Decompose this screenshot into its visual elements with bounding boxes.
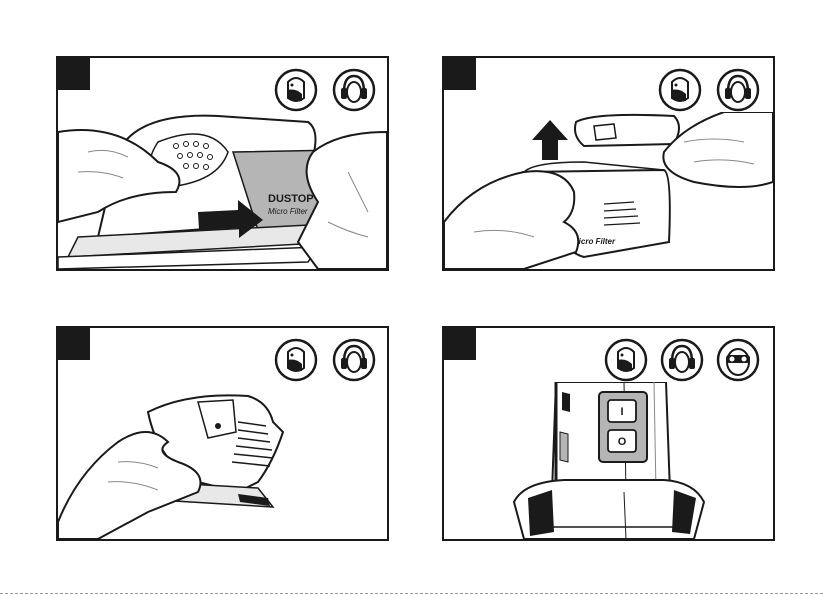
step-panel-4: I O — [442, 326, 775, 541]
step-header-4 — [444, 328, 773, 384]
ear-protection-icon — [332, 68, 376, 112]
dust-mask-icon — [274, 68, 318, 112]
step-header-1 — [58, 58, 387, 114]
dust-mask-icon — [604, 338, 648, 382]
step-panel-1: DUSTOP Micro Filter — [56, 56, 389, 271]
step-number-block — [58, 328, 90, 360]
step-illustration-3 — [58, 382, 387, 539]
step-illustration-4: I O — [444, 382, 773, 539]
step-illustration-1: DUSTOP Micro Filter — [58, 112, 387, 269]
dust-mask-icon — [658, 68, 702, 112]
ear-protection-icon — [660, 338, 704, 382]
filter-label-line2: Micro Filter — [268, 207, 308, 216]
step-header-3 — [58, 328, 387, 384]
switch-on-label: I — [620, 406, 623, 418]
step-panel-2: Micro Filter — [442, 56, 775, 271]
step-header-2 — [444, 58, 773, 114]
eye-protection-icon — [716, 338, 760, 382]
step-number-block — [444, 328, 476, 360]
step-number-block — [444, 58, 476, 90]
filter-label-line1: DUSTOP — [268, 193, 314, 205]
page-bottom-rule — [0, 593, 823, 594]
step-number-block — [58, 58, 90, 90]
ear-protection-icon — [716, 68, 760, 112]
switch-off-label: O — [618, 436, 627, 448]
ear-protection-icon — [332, 338, 376, 382]
dust-mask-icon — [274, 338, 318, 382]
step-illustration-2: Micro Filter — [444, 112, 773, 269]
step-panel-3 — [56, 326, 389, 541]
